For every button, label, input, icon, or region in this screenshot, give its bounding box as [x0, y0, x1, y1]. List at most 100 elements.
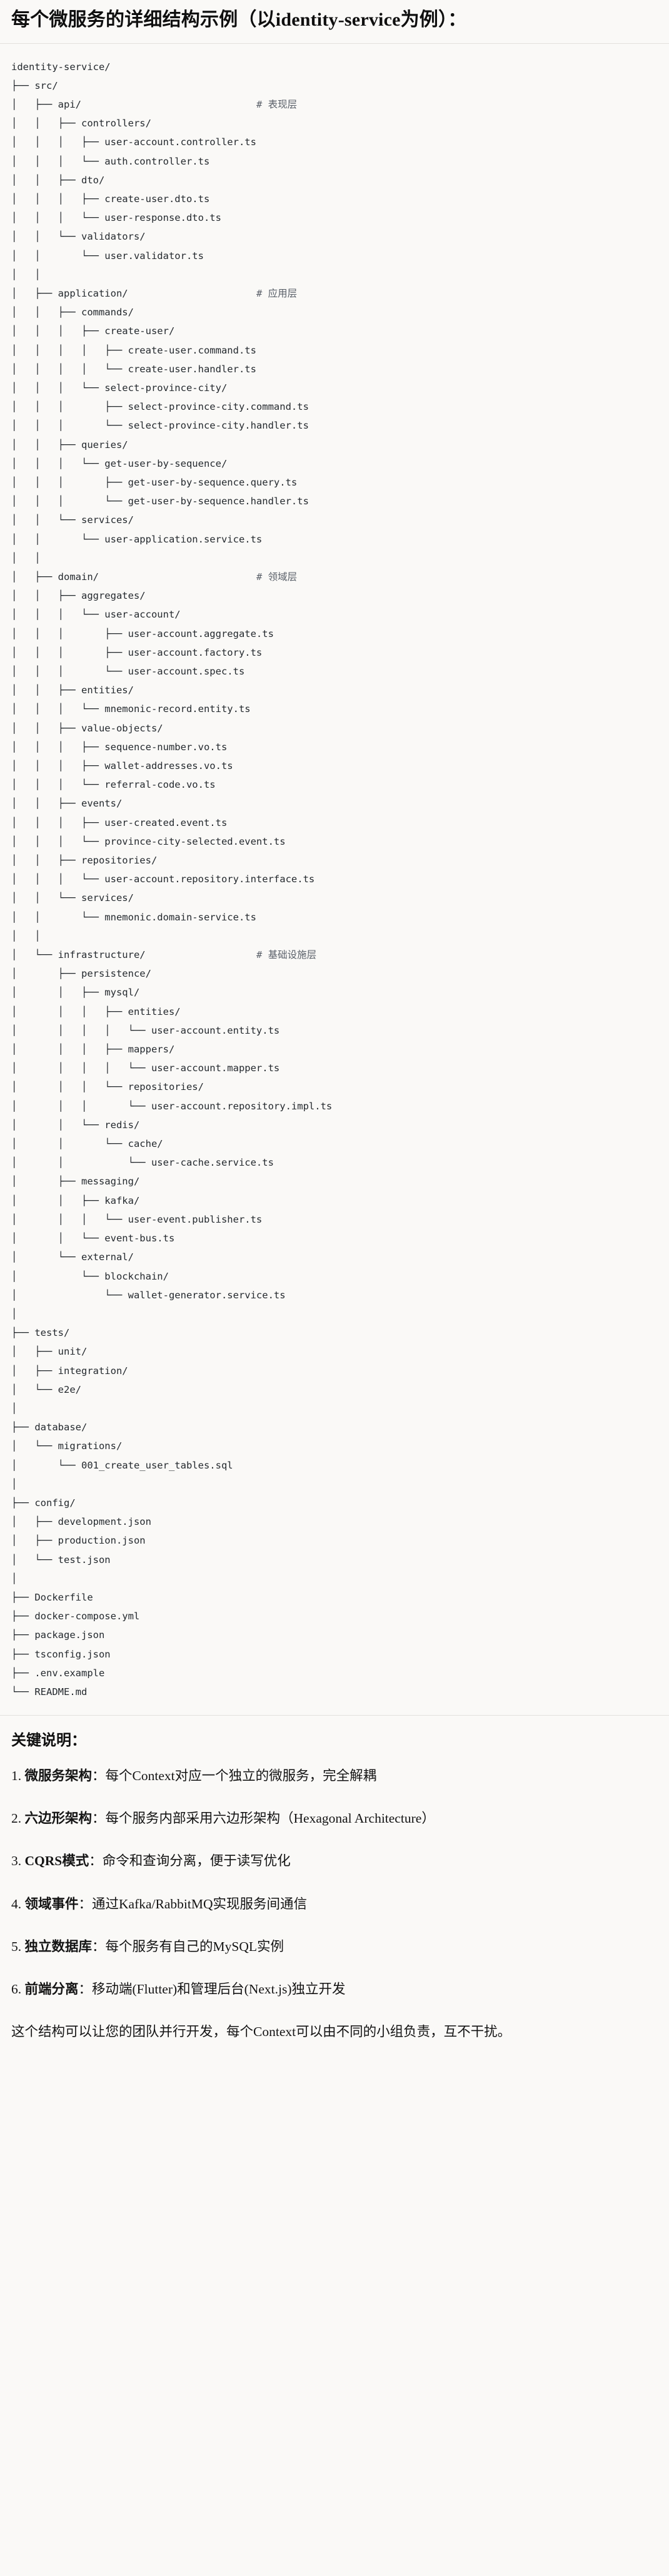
key-note-term: 前端分离 [24, 1982, 79, 1997]
tree-line: │ │ │ ├── get-user-by-sequence.query.ts [11, 476, 298, 488]
tree-line: │ │ └── event-bus.ts [11, 1233, 175, 1245]
tree-line: │ │ [11, 930, 41, 942]
tree-line: │ │ │ ├── wallet-addresses.vo.ts [11, 760, 233, 772]
tree-line: ├── tsconfig.json [11, 1648, 111, 1660]
tree-divider [0, 1715, 669, 1716]
tree-line: │ └── blockchain/ [11, 1270, 169, 1282]
tree-line: │ │ └── user-cache.service.ts [11, 1157, 274, 1169]
key-note-term: CQRS模式 [24, 1853, 89, 1869]
tree-line: │ ├── api/ # 表现层 [11, 98, 298, 110]
tree-line: │ [11, 1308, 18, 1320]
tree-line: │ │ │ └── referral-code.vo.ts [11, 779, 216, 791]
key-note-description: ：每个服务内部采用六边形架构（Hexagonal Architecture） [92, 1811, 435, 1826]
key-note-item: 1. 微服务架构：每个Context对应一个独立的微服务，完全解耦 [11, 1766, 658, 1786]
tree-line: │ │ └── services/ [11, 892, 134, 904]
tree-line: │ └── test.json [11, 1554, 111, 1565]
key-note-term: 微服务架构 [24, 1768, 93, 1783]
tree-line: │ │ │ └── user-event.publisher.ts [11, 1213, 263, 1225]
tree-line: │ │ └── redis/ [11, 1119, 140, 1131]
key-note-term: 独立数据库 [24, 1938, 93, 1954]
tree-line: │ └── 001_create_user_tables.sql [11, 1459, 233, 1471]
tree-line: │ │ │ └── user-account.spec.ts [11, 666, 245, 677]
tree-line: ├── config/ [11, 1497, 76, 1509]
tree-line: │ │ │ └── repositories/ [11, 1081, 204, 1093]
tree-line: │ │ │ ├── user-account.controller.ts [11, 136, 256, 148]
tree-line: │ │ │ │ └── create-user.handler.ts [11, 363, 256, 375]
tree-line: │ │ │ ├── create-user.dto.ts [11, 193, 210, 205]
tree-line: │ └── external/ [11, 1251, 134, 1263]
tree-line: │ [11, 1402, 18, 1414]
key-note-item: 6. 前端分离：移动端(Flutter)和管理后台(Next.js)独立开发 [11, 1979, 658, 1999]
tree-line: ├── tests/ [11, 1327, 70, 1339]
tree-line: │ │ ├── queries/ [11, 439, 128, 451]
key-note-term: 六边形架构 [24, 1811, 93, 1826]
tree-line: │ │ └── user-application.service.ts [11, 533, 263, 545]
tree-line: │ ├── development.json [11, 1516, 151, 1528]
tree-line: │ │ │ │ ├── create-user.command.ts [11, 344, 256, 356]
tree-line: │ │ │ ├── user-account.factory.ts [11, 646, 263, 658]
tree-line: │ │ ├── dto/ [11, 174, 105, 186]
tree-line: identity-service/ [11, 61, 111, 73]
tree-line: │ │ │ ├── sequence-number.vo.ts [11, 741, 228, 753]
key-note-term: 领域事件 [24, 1896, 79, 1912]
title-divider [0, 43, 669, 44]
key-note-number: 2. [11, 1811, 25, 1826]
tree-line: │ │ └── services/ [11, 514, 134, 526]
tree-line: │ │ │ └── select-province-city/ [11, 382, 228, 394]
tree-line: │ │ │ └── auth.controller.ts [11, 155, 210, 167]
tree-line: │ └── wallet-generator.service.ts [11, 1289, 286, 1301]
tree-line: │ │ │ └── mnemonic-record.entity.ts [11, 703, 251, 715]
tree-line: │ │ ├── mysql/ [11, 987, 140, 999]
tree-line: │ │ │ ├── create-user/ [11, 325, 175, 337]
tree-line: │ [11, 1478, 18, 1490]
key-note-number: 3. [11, 1853, 25, 1869]
directory-tree: identity-service/ ├── src/ │ ├── api/ # … [11, 58, 658, 1702]
tree-line: │ │ │ ├── user-created.event.ts [11, 817, 228, 828]
tree-line: │ │ │ ├── user-account.aggregate.ts [11, 628, 274, 639]
key-note-description: ：每个服务有自己的MySQL实例 [92, 1938, 284, 1954]
key-note-description: ：命令和查询分离，便于读写优化 [89, 1853, 291, 1869]
key-note-item: 3. CQRS模式：命令和查询分离，便于读写优化 [11, 1851, 658, 1871]
tree-line: │ │ │ └── user-account.repository.impl.t… [11, 1100, 333, 1112]
tree-line: │ │ └── mnemonic.domain-service.ts [11, 911, 256, 923]
tree-line: │ ├── production.json [11, 1535, 146, 1547]
tree-line: │ │ │ └── get-user-by-sequence.handler.t… [11, 496, 309, 507]
key-note-item: 5. 独立数据库：每个服务有自己的MySQL实例 [11, 1937, 658, 1957]
tree-line: │ ├── unit/ [11, 1346, 88, 1358]
tree-line: │ │ │ │ └── user-account.entity.ts [11, 1024, 280, 1036]
key-note-description: ：移动端(Flutter)和管理后台(Next.js)独立开发 [78, 1982, 346, 1997]
tree-line: │ │ │ ├── entities/ [11, 1005, 181, 1017]
tree-line: │ │ ├── aggregates/ [11, 590, 146, 602]
tree-line: ├── docker-compose.yml [11, 1611, 140, 1622]
page-title: 每个微服务的详细结构示例（以identity-service为例）： [11, 9, 467, 30]
tree-line: ├── package.json [11, 1629, 105, 1641]
tree-line: │ ├── persistence/ [11, 968, 151, 980]
key-note-description: ：每个Context对应一个独立的微服务，完全解耦 [92, 1768, 377, 1783]
tree-line: │ │ └── validators/ [11, 231, 146, 243]
tree-line: │ │ │ ├── select-province-city.command.t… [11, 401, 309, 413]
tree-line: │ ├── messaging/ [11, 1176, 140, 1188]
tree-line: │ │ └── cache/ [11, 1138, 163, 1150]
tree-line: └── README.md [11, 1686, 88, 1698]
tree-line: │ │ │ └── user-account/ [11, 609, 181, 621]
tree-comment: # 应用层 [256, 287, 298, 299]
tree-line: │ │ ├── events/ [11, 798, 123, 810]
tree-line: │ ├── integration/ [11, 1365, 128, 1377]
tree-line: │ │ ├── repositories/ [11, 855, 158, 867]
tree-line: │ │ │ └── user-response.dto.ts [11, 212, 221, 224]
directory-tree-block: identity-service/ ├── src/ │ ├── api/ # … [0, 43, 669, 1716]
tree-line: │ │ │ └── user-account.repository.interf… [11, 873, 315, 885]
key-note-item: 4. 领域事件：通过Kafka/RabbitMQ实现服务间通信 [11, 1894, 658, 1914]
tree-line: │ │ ├── value-objects/ [11, 722, 163, 734]
tree-line: │ └── migrations/ [11, 1440, 123, 1452]
tree-line: │ └── e2e/ [11, 1383, 81, 1395]
tree-line: │ │ ├── controllers/ [11, 118, 151, 130]
tree-line: │ │ └── user.validator.ts [11, 250, 204, 262]
tree-line: │ ├── application/ # 应用层 [11, 287, 298, 299]
tree-comment: # 领域层 [256, 571, 298, 583]
tree-line: │ │ │ └── select-province-city.handler.t… [11, 420, 309, 432]
key-note-item: 2. 六边形架构：每个服务内部采用六边形架构（Hexagonal Archite… [11, 1808, 658, 1828]
tree-line: ├── .env.example [11, 1667, 105, 1679]
tree-line: ├── src/ [11, 79, 58, 91]
